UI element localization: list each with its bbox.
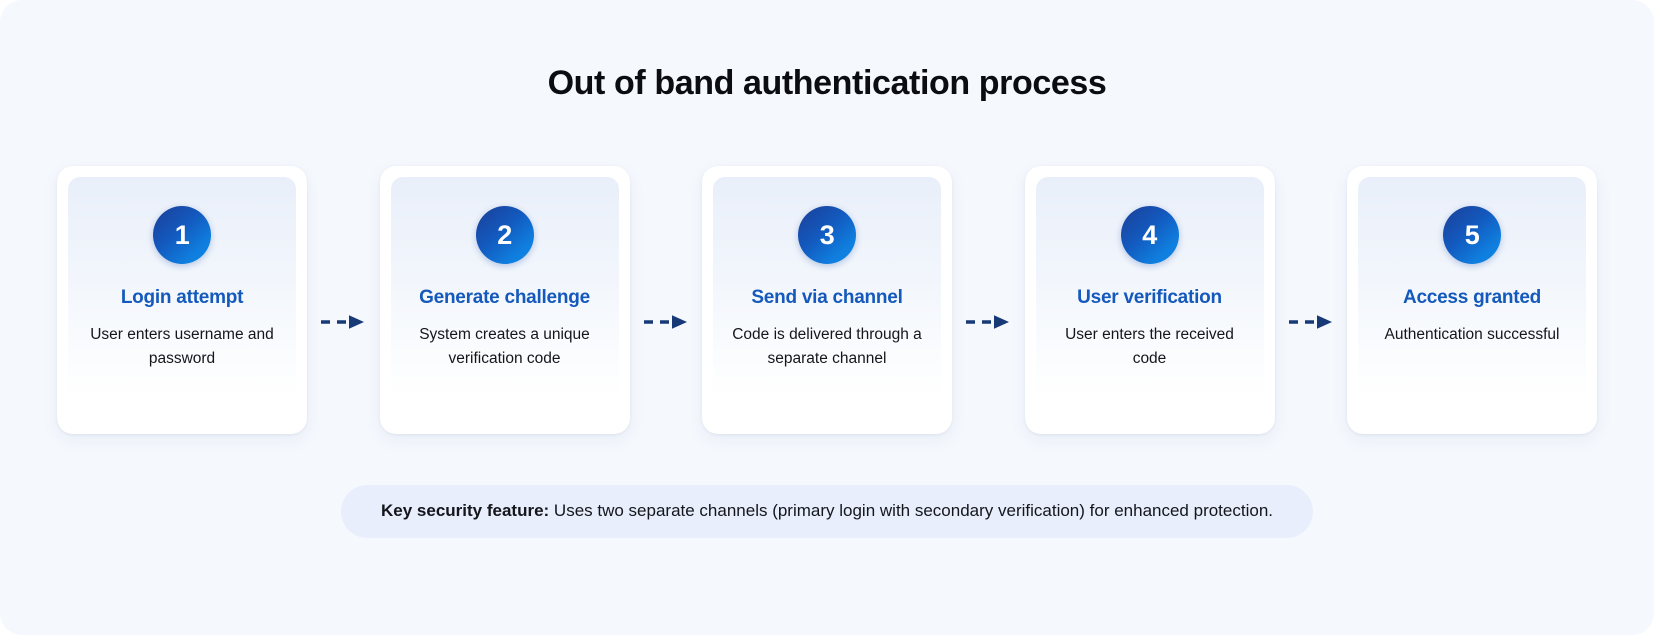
footer-label: Key security feature:: [381, 501, 550, 521]
process-step-card[interactable]: 3 Send via channel Code is delivered thr…: [702, 166, 952, 434]
step-title: Send via channel: [751, 287, 903, 308]
step-description: User enters username and password: [90, 325, 274, 367]
step-title: Generate challenge: [419, 287, 590, 308]
step-title: User verification: [1077, 287, 1222, 308]
step-card-inner-panel: 4 User verification User enters the rece…: [1035, 177, 1264, 397]
step-number-badge: 2: [475, 206, 534, 264]
step-title: Access granted: [1402, 287, 1541, 308]
step-description: Authentication successful: [1384, 325, 1560, 343]
step-card-inner-panel: 2 Generate challenge System creates a un…: [390, 177, 619, 397]
process-step-card[interactable]: 4 User verification User enters the rece…: [1024, 166, 1275, 434]
process-flow: 1 Login attempt User enters username and…: [57, 166, 1597, 434]
step-card-inner-panel: 5 Access granted Authentication successf…: [1358, 177, 1586, 397]
step-card-inner-panel: 3 Send via channel Code is delivered thr…: [713, 177, 941, 397]
step-number-badge: 4: [1120, 206, 1179, 264]
step-number-badge: 3: [798, 206, 856, 264]
process-step-card[interactable]: 1 Login attempt User enters username and…: [57, 166, 307, 434]
process-step-card[interactable]: 2 Generate challenge System creates a un…: [379, 166, 630, 434]
dashed-arrow-right-icon: [952, 166, 1024, 434]
step-title: Login attempt: [120, 287, 244, 308]
step-description: System creates a unique verification cod…: [419, 325, 590, 367]
step-description: Code is delivered through a separate cha…: [732, 325, 922, 367]
dashed-arrow-right-icon: [630, 166, 702, 434]
key-security-feature-banner: Key security feature: Uses two separate …: [341, 485, 1313, 538]
page-title: Out of band authentication process: [547, 64, 1107, 102]
footer-body: Uses two separate channels (primary logi…: [549, 501, 1273, 521]
dashed-arrow-right-icon: [1275, 166, 1347, 434]
step-number-badge: 5: [1443, 206, 1501, 264]
step-number-badge: 1: [153, 206, 211, 264]
dashed-arrow-right-icon: [307, 166, 379, 434]
step-description: User enters the received code: [1065, 325, 1234, 367]
step-card-inner-panel: 1 Login attempt User enters username and…: [68, 177, 296, 397]
process-step-card[interactable]: 5 Access granted Authentication successf…: [1347, 166, 1597, 434]
footer-text: Key security feature: Uses two separate …: [381, 500, 1273, 522]
